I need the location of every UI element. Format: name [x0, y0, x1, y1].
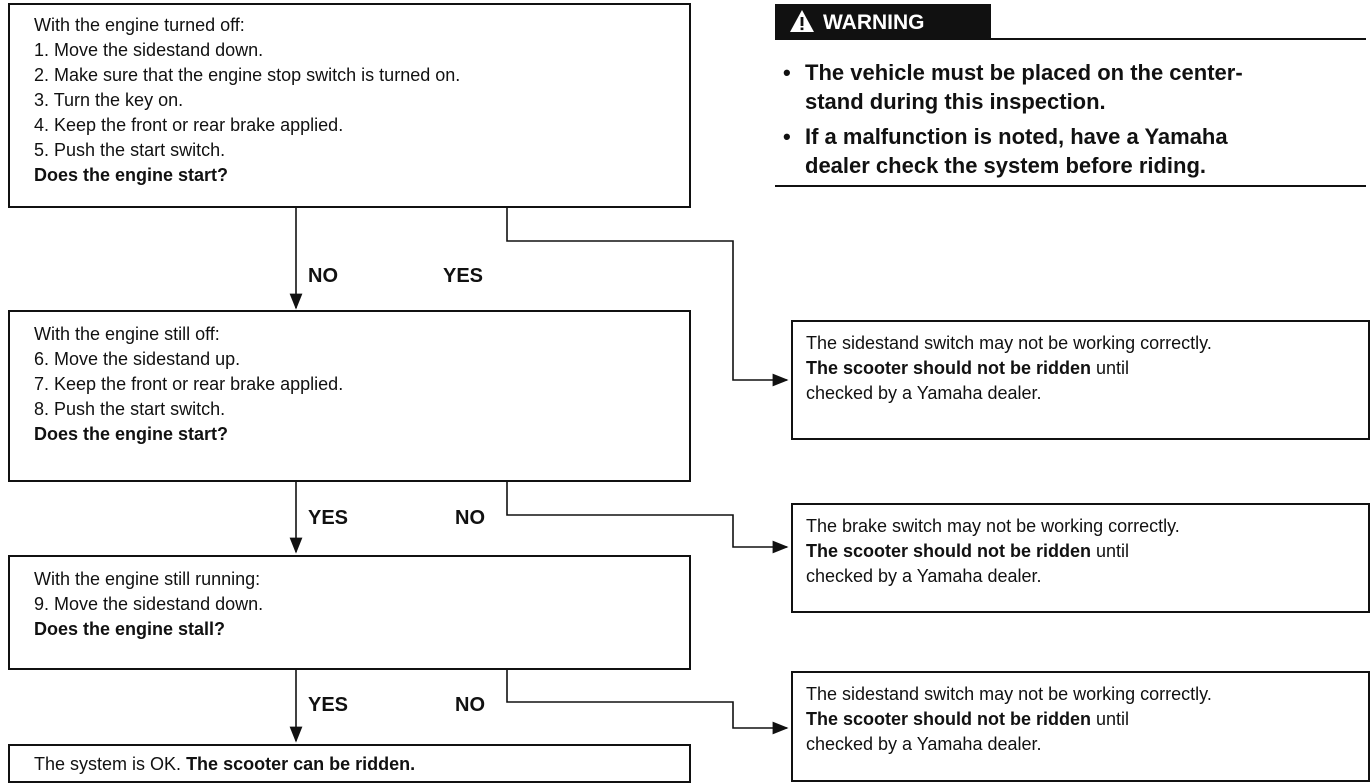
result1-rest: until: [1091, 358, 1130, 378]
warning-item-line: If a malfunction is noted, have a Yamaha: [805, 124, 1228, 149]
arrow-step2-to-result2: [506, 481, 789, 554]
result1-line2: The scooter should not be ridden until: [806, 356, 1368, 381]
warning-item-line: dealer check the system before riding.: [805, 153, 1207, 178]
step1-side-label: YES: [443, 265, 484, 287]
step3-line: With the engine still running:: [34, 569, 261, 589]
warning-item: • The vehicle must be placed on the cent…: [783, 58, 1243, 116]
step2-line: 8. Push the start switch.: [34, 399, 226, 419]
warning-triangle-icon: [790, 10, 814, 32]
result2-line1: The brake switch may not be working corr…: [806, 516, 1180, 536]
result2-rest: until: [1091, 541, 1130, 561]
step3-line: 9. Move the sidestand down.: [34, 594, 264, 614]
result1-box: The sidestand switch may not be working …: [791, 320, 1370, 440]
step1-question: Does the engine start?: [34, 165, 229, 185]
result1-line1: The sidestand switch may not be working …: [806, 333, 1212, 353]
warning-badge: WARNING: [775, 4, 991, 40]
result3-rest: until: [1091, 709, 1130, 729]
result1-line3: checked by a Yamaha dealer.: [806, 383, 1042, 403]
warning-item-line: The vehicle must be placed on the center…: [805, 60, 1243, 85]
step2-line: 6. Move the sidestand up.: [34, 349, 241, 369]
arrow-step3-to-result3: [506, 669, 789, 735]
bullet-icon: •: [783, 60, 791, 85]
step3-down-label: YES: [308, 694, 349, 716]
step2-line: With the engine still off:: [34, 324, 220, 344]
final-line: The system is OK. The scooter can be rid…: [34, 752, 689, 777]
step1-line: 2. Make sure that the engine stop switch…: [34, 65, 461, 85]
result3-box: The sidestand switch may not be working …: [791, 671, 1370, 782]
result1-bold: The scooter should not be ridden: [806, 358, 1092, 378]
step1-box: With the engine turned off: 1. Move the …: [8, 3, 691, 208]
step1-line: 5. Push the start switch.: [34, 140, 226, 160]
result3-line2: The scooter should not be ridden until: [806, 707, 1368, 732]
result2-line3: checked by a Yamaha dealer.: [806, 566, 1042, 586]
step3-side-label: NO: [455, 694, 485, 716]
step1-line: With the engine turned off:: [34, 15, 245, 35]
step3-question: Does the engine stall?: [34, 619, 226, 639]
step2-line: 7. Keep the front or rear brake applied.: [34, 374, 344, 394]
warning-item-line: stand during this inspection.: [805, 89, 1106, 114]
result3-line3: checked by a Yamaha dealer.: [806, 734, 1042, 754]
step1-down-label: NO: [308, 265, 338, 287]
step1-line: 1. Move the sidestand down.: [34, 40, 264, 60]
bullet-icon: •: [783, 124, 791, 149]
warning-top-rule: [991, 38, 1366, 40]
warning-title: WARNING: [823, 11, 925, 34]
step2-box: With the engine still off: 6. Move the s…: [8, 310, 691, 482]
step3-box: With the engine still running: 9. Move t…: [8, 555, 691, 670]
result2-box: The brake switch may not be working corr…: [791, 503, 1370, 613]
step1-line: 3. Turn the key on.: [34, 90, 184, 110]
step2-down-label: YES: [308, 507, 349, 529]
arrow-step1-to-result1: [506, 207, 789, 387]
warning-bottom-rule: [775, 185, 1366, 187]
step2-question: Does the engine start?: [34, 424, 229, 444]
final-text: The system is OK.: [34, 754, 182, 774]
result3-bold: The scooter should not be ridden: [806, 709, 1092, 729]
result2-bold: The scooter should not be ridden: [806, 541, 1092, 561]
warning-item: • If a malfunction is noted, have a Yama…: [783, 122, 1228, 180]
step2-side-label: NO: [455, 507, 485, 529]
final-box: The system is OK. The scooter can be rid…: [8, 744, 691, 783]
final-bold-text: The scooter can be ridden.: [186, 754, 416, 774]
step1-line: 4. Keep the front or rear brake applied.: [34, 115, 344, 135]
result2-line2: The scooter should not be ridden until: [806, 539, 1368, 564]
result3-line1: The sidestand switch may not be working …: [806, 684, 1212, 704]
